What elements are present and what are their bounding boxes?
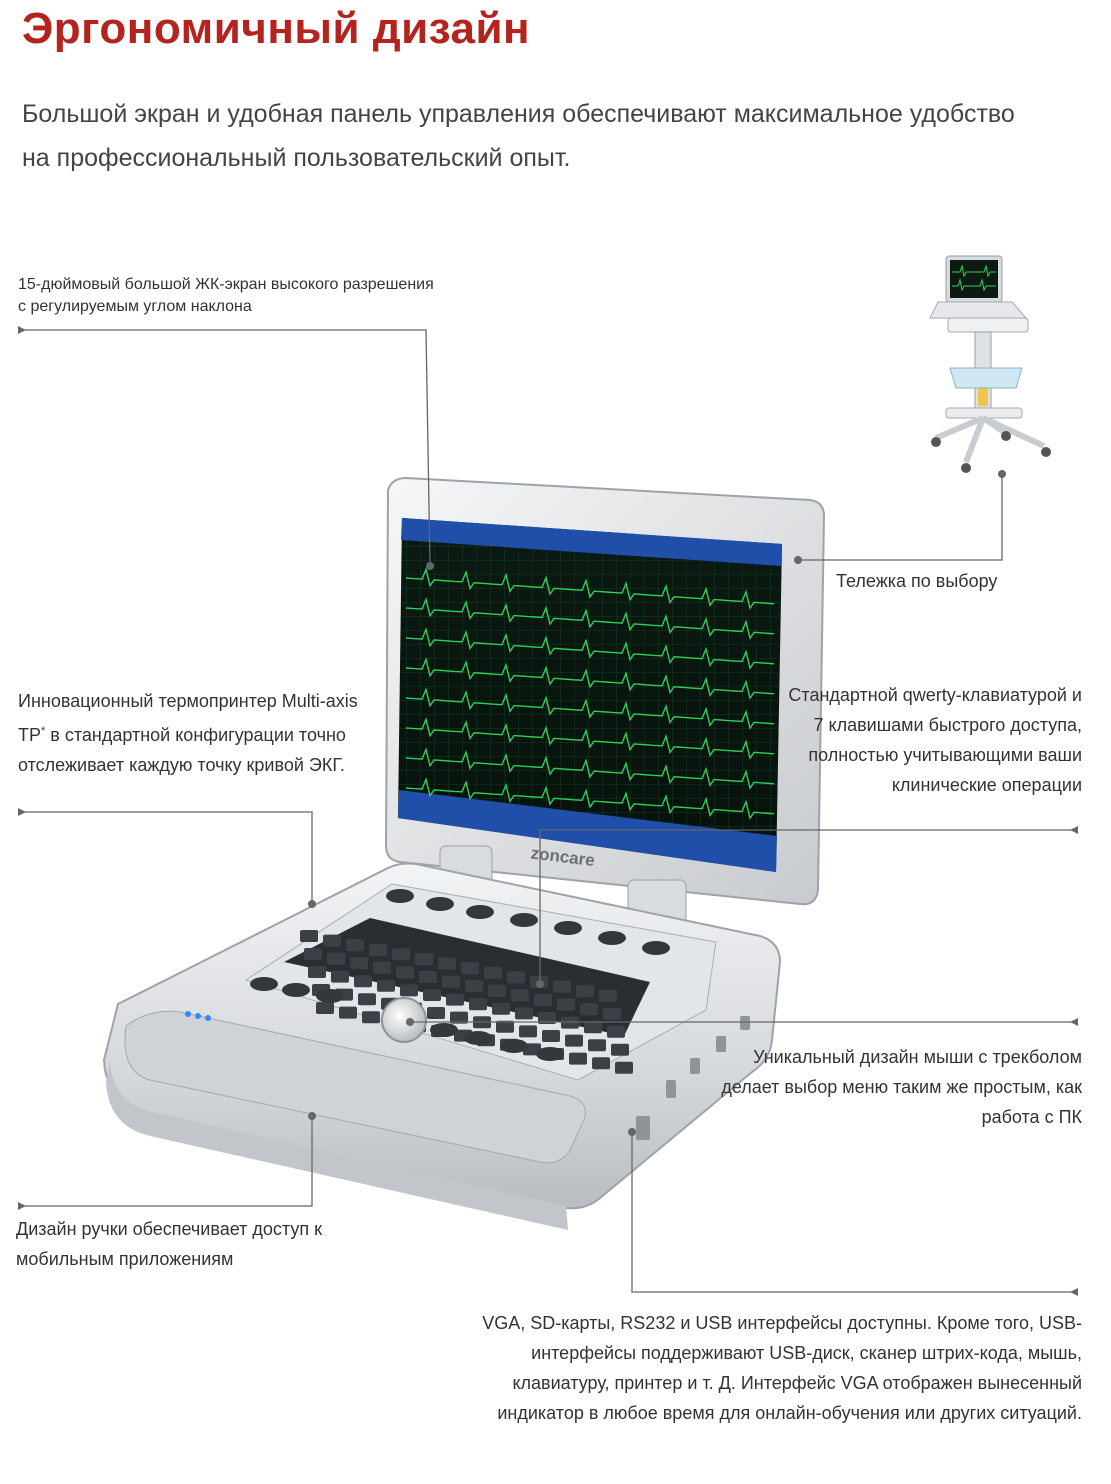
ecg-trace bbox=[405, 687, 775, 730]
keyboard-key bbox=[450, 1011, 468, 1024]
printer-text-1: Инновационный термопринтер Multi-axis TP bbox=[18, 691, 358, 745]
callout-markers bbox=[18, 326, 1078, 1296]
function-key bbox=[598, 931, 626, 945]
keyboard-key bbox=[419, 971, 437, 983]
keyboard-key bbox=[461, 962, 479, 975]
ecg-trace bbox=[405, 717, 775, 760]
keyboard-key bbox=[511, 989, 529, 1002]
keyboard-key bbox=[369, 943, 387, 956]
cart-illustration bbox=[929, 255, 1051, 473]
keyboard-key bbox=[588, 1039, 606, 1052]
keyboard-key bbox=[592, 1057, 610, 1070]
function-key bbox=[510, 913, 538, 927]
keyboard-key bbox=[392, 948, 410, 961]
keyboard-key bbox=[446, 993, 464, 1006]
keyboard-key bbox=[423, 989, 441, 1001]
printer-footnote-mark: * bbox=[41, 725, 46, 737]
page-title: Эргономичный дизайн bbox=[22, 4, 531, 53]
keyboard-key bbox=[316, 1002, 334, 1014]
ecg-trace bbox=[405, 567, 775, 610]
ecg-trace bbox=[405, 657, 775, 700]
keyboard-key bbox=[611, 1043, 629, 1056]
keyboard-key bbox=[396, 966, 414, 979]
callout-cart: Тележка по выбору bbox=[836, 571, 998, 591]
keyboard-key bbox=[427, 1007, 445, 1019]
ecg-trace bbox=[405, 597, 775, 640]
keyboard-key bbox=[362, 1011, 380, 1024]
keyboard-key bbox=[488, 984, 506, 997]
keyboard-key bbox=[438, 957, 456, 970]
keyboard-key bbox=[603, 1007, 621, 1020]
keyboard-key bbox=[377, 979, 395, 992]
keyboard-key bbox=[339, 1006, 357, 1019]
keyboard-key bbox=[308, 966, 326, 978]
function-key bbox=[386, 889, 414, 903]
callout-ports: VGA, SD-карты, RS232 и USB интерфейсы до… bbox=[482, 1313, 1082, 1423]
function-key bbox=[466, 905, 494, 919]
keyboard-key bbox=[557, 998, 575, 1011]
keyboard-key bbox=[400, 984, 418, 997]
function-key bbox=[642, 941, 670, 955]
keyboard-key bbox=[584, 1021, 602, 1034]
function-key bbox=[500, 1039, 528, 1053]
keyboard-key bbox=[607, 1025, 625, 1038]
keyboard-key bbox=[373, 961, 391, 974]
keyboard-key bbox=[569, 1052, 587, 1065]
keyboard-key bbox=[350, 957, 368, 970]
keyboard-key bbox=[519, 1025, 537, 1038]
function-key bbox=[282, 983, 310, 997]
keyboard-key bbox=[576, 985, 594, 998]
keyboard-key bbox=[565, 1034, 583, 1047]
callout-trackball: Уникальный дизайн мыши с трекболом делае… bbox=[721, 1047, 1082, 1127]
callout-keyboard: Стандартной qwerty-клавиатурой и 7 клави… bbox=[788, 685, 1082, 795]
keyboard-key bbox=[327, 952, 345, 965]
page-subtitle: Большой экран и удобная панель управлени… bbox=[22, 100, 1015, 172]
ecg-trace bbox=[405, 747, 775, 790]
keyboard-key bbox=[553, 980, 571, 993]
trackball bbox=[381, 997, 427, 1043]
function-key bbox=[554, 921, 582, 935]
keyboard-key bbox=[304, 948, 322, 960]
keyboard-key bbox=[331, 970, 349, 983]
keyboard-key bbox=[492, 1002, 510, 1015]
keyboard-key bbox=[346, 939, 364, 952]
function-key bbox=[464, 1031, 492, 1045]
keyboard-key bbox=[615, 1061, 633, 1074]
function-key bbox=[316, 989, 344, 1003]
callout-lcd-screen: 15-дюймовый большой ЖК-экран высокого ра… bbox=[18, 276, 434, 315]
keyboard-key bbox=[599, 989, 617, 1002]
callout-printer: Инновационный термопринтер Multi-axis TP… bbox=[18, 686, 358, 780]
keyboard-key bbox=[542, 1030, 560, 1042]
callout-leaders bbox=[18, 329, 1078, 1293]
callout-handle: Дизайн ручки обеспечивает доступ к мобил… bbox=[16, 1219, 322, 1269]
keyboard-key bbox=[323, 934, 341, 947]
keyboard-key bbox=[415, 953, 433, 965]
function-key bbox=[430, 1023, 458, 1037]
keyboard-key bbox=[442, 975, 460, 988]
function-key bbox=[250, 977, 278, 991]
keyboard-key bbox=[484, 966, 502, 979]
ecg-trace bbox=[405, 627, 775, 670]
keyboard-key bbox=[358, 993, 376, 1006]
keyboard-key bbox=[469, 998, 487, 1011]
keyboard-key bbox=[465, 980, 483, 993]
keyboard-key bbox=[496, 1020, 514, 1033]
keyboard-key bbox=[580, 1003, 598, 1016]
keyboard-key bbox=[534, 994, 552, 1006]
function-key bbox=[426, 897, 454, 911]
printer-text-2: в стандартной конфигурации точно отслежи… bbox=[18, 725, 346, 775]
keyboard-key bbox=[354, 975, 372, 988]
function-key bbox=[536, 1047, 564, 1061]
keyboard-key bbox=[515, 1007, 533, 1020]
keyboard-key bbox=[300, 930, 318, 942]
keyboard-key bbox=[507, 971, 525, 984]
ecg-screen bbox=[398, 518, 782, 872]
ecg-trace bbox=[405, 777, 775, 820]
ecg-device-illustration: zoncare bbox=[102, 476, 826, 1230]
keyboard-key bbox=[538, 1012, 556, 1024]
